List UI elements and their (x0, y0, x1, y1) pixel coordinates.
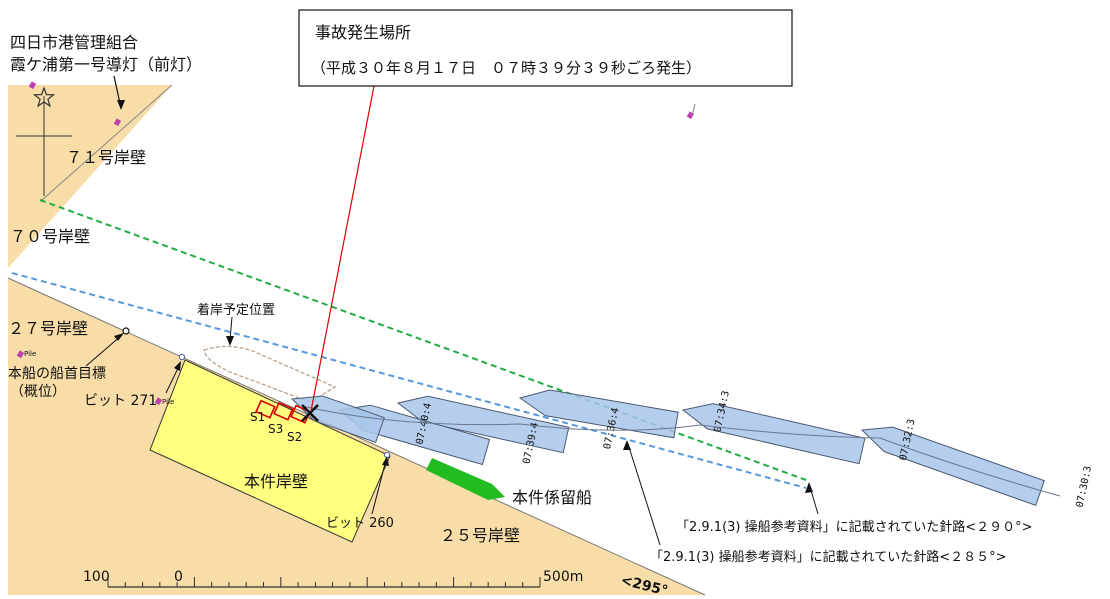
bollard-pointer-260 (371, 459, 387, 515)
bow-target-label-line1: 本船の船首目標 (8, 366, 106, 382)
bow-target-pointer (85, 334, 123, 367)
cargo-hold-outline (273, 401, 294, 421)
lighthouse-label-line2: 霞ケ浦第一号導灯（前灯） (10, 55, 202, 74)
ship-track-silhouette (860, 426, 1045, 506)
cargo-hold-outlines (255, 399, 311, 424)
pile-marker-icon (16, 81, 696, 406)
planned-berth-outline (203, 345, 337, 403)
incident-callout-title: 事故発生場所 (315, 23, 411, 42)
scale-bar-label: 0 (174, 569, 183, 585)
arrow-icon (382, 456, 389, 466)
main-quay (149, 359, 391, 543)
hold-s1-label: S1 (250, 410, 265, 424)
hold-s2-label: S2 (287, 430, 302, 444)
cargo-hold-outline (255, 399, 276, 419)
pile-small-label-2: Pile (162, 398, 174, 406)
star-icon (32, 86, 56, 108)
moored-ship-label: 本件係留船 (512, 488, 592, 507)
hold-s3-label: S3 (268, 422, 283, 436)
bollard-icon (178, 353, 186, 361)
wharf-70-label: ７０号岸壁 (10, 227, 90, 246)
arrow-icon (805, 482, 813, 493)
planned-berth-label: 着岸予定位置 (197, 302, 275, 318)
track-time-label: 07:30:3 (1075, 465, 1095, 509)
arrow-icon (117, 100, 125, 110)
track-center-line (301, 405, 1061, 497)
incident-callout-detail: （平成３０年８月１７日 ０７時３９分３９秒ごろ発生） (311, 59, 701, 77)
wharf-27-label: ２７号岸壁 (8, 319, 88, 338)
bow-target-label-line2: （概位） (10, 384, 66, 400)
bit-260-label: ビット 260 (326, 516, 394, 531)
wharf-25-label: ２５号岸壁 (440, 526, 520, 545)
scale-bar: 100 0 500m (83, 569, 583, 588)
arrow-icon (174, 361, 181, 371)
lighthouse-marker (16, 86, 72, 196)
course-290-note: 「2.9.1(3) 操船参考資料」に記載されていた針路<２９０°> (676, 519, 1033, 535)
course-285-pointer (627, 443, 661, 546)
course-290-line (39, 199, 807, 481)
land-north-edge-line (41, 84, 173, 201)
arrow-icon (623, 440, 631, 450)
bit-271-label: ビット 271 (84, 393, 157, 409)
course-285-note: 「2.9.1(3) 操船参考資料」に記載されていた針路<２８５°> (650, 549, 1007, 565)
incident-pointer-line (310, 85, 375, 412)
cross-mark-icon (301, 404, 319, 422)
pile-small-label: Pile (24, 350, 36, 358)
wharf-71-label: ７１号岸壁 (66, 148, 146, 167)
bollard-icon (122, 327, 130, 335)
course-285-line (11, 272, 807, 489)
arrow-icon (226, 336, 234, 346)
scale-bar-label: 500m (543, 569, 583, 585)
land-north-wharf-71 (8, 85, 172, 268)
incident-callout-box (298, 9, 793, 87)
scale-bar-label: 100 (83, 569, 110, 585)
arrow-icon (114, 333, 124, 341)
ship-track-silhouette (518, 389, 679, 439)
lighthouse-label-line1: 四日市港管理組合 (10, 33, 138, 52)
main-quay-label: 本件岸壁 (244, 472, 308, 491)
ship-track-silhouette (681, 403, 866, 465)
moored-ship (426, 458, 505, 500)
